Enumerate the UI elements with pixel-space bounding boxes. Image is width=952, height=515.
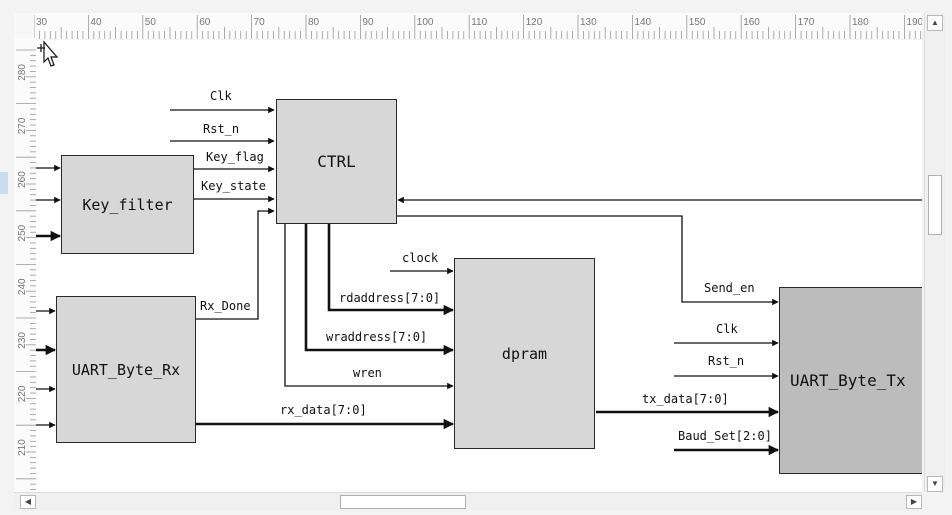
arrow-left-icon[interactable]: ◀ xyxy=(20,495,36,509)
ruler-tick-label: 70 xyxy=(254,17,266,28)
signal-wraddress-label: wraddress[7:0] xyxy=(326,330,428,344)
ruler-tick-label: 220 xyxy=(17,385,28,402)
block-uart-byte-rx[interactable]: UART_Byte_Rx xyxy=(56,296,196,443)
ruler-tick-label: 170 xyxy=(798,17,815,28)
ruler-tick-label: 120 xyxy=(526,17,543,28)
ruler-tick-label: 150 xyxy=(689,17,706,28)
ruler-tick-label: 60 xyxy=(199,17,211,28)
signal-rx-data-label: rx_data[7:0] xyxy=(280,403,367,417)
ruler-tick-label: 190 xyxy=(906,17,922,28)
signal-key-flag-label: Key_flag xyxy=(206,150,264,164)
block-key-filter-label: Key_filter xyxy=(82,195,173,214)
ruler-tick-label: 130 xyxy=(580,17,597,28)
signal-clock-label: clock xyxy=(402,251,439,265)
signal-tx-data-label: tx_data[7:0] xyxy=(642,392,729,406)
vertical-scroll-thumb[interactable] xyxy=(928,175,942,235)
move-cursor-icon xyxy=(37,40,59,67)
ruler-tick-label: 110 xyxy=(471,17,487,28)
ruler-tick-label: 240 xyxy=(17,278,28,295)
ruler-tick-label: 230 xyxy=(17,332,28,349)
signal-key-state-label: Key_state xyxy=(201,179,267,193)
arrow-right-icon[interactable]: ▶ xyxy=(906,495,922,509)
signal-wren-label: wren xyxy=(353,366,382,380)
signal-send-en-label: Send_en xyxy=(704,281,755,295)
ruler-tick-label: 90 xyxy=(362,17,374,28)
block-dpram-label: dpram xyxy=(501,344,548,363)
diagram-canvas[interactable]: CTRL Key_filter UART_Byte_Rx dpram UART_… xyxy=(36,40,922,492)
ruler-tick-label: 280 xyxy=(17,64,28,81)
signal-rx-done-label: Rx_Done xyxy=(200,299,251,313)
ruler-tick-label: 140 xyxy=(634,17,651,28)
wire-rx-done xyxy=(196,207,275,320)
vertical-ruler: 280270260250240230220210200 xyxy=(14,38,36,492)
horizontal-ruler: 30 40 50 60 70 80 90 100 110 120 130 140 150 160 170 18… xyxy=(34,13,922,39)
ruler-tick-label: 270 xyxy=(17,117,28,134)
ruler-tick-label: 80 xyxy=(308,17,320,28)
ruler-tick-label: 40 xyxy=(90,17,102,28)
wire-wraddress xyxy=(304,224,455,356)
signal-rdaddress-label: rdaddress[7:0] xyxy=(339,291,441,305)
block-uart-byte-rx-label: UART_Byte_Rx xyxy=(71,360,181,379)
signal-rst-n-label: Rst_n xyxy=(203,122,240,136)
arrow-up-icon[interactable]: ▲ xyxy=(927,15,943,31)
signal-baud-set-label: Baud_Set[2:0] xyxy=(678,429,772,443)
wires-layer xyxy=(36,106,922,456)
ruler-tick-label: 180 xyxy=(852,17,869,28)
signal-clk-label: Clk xyxy=(210,89,232,103)
block-ctrl[interactable]: CTRL xyxy=(276,99,397,224)
ruler-corner xyxy=(14,13,34,39)
block-dpram[interactable]: dpram xyxy=(454,258,595,449)
horizontal-scrollbar[interactable]: ◀ ▶ xyxy=(14,492,922,511)
arrow-down-icon[interactable]: ▼ xyxy=(927,476,943,492)
side-panel-tab[interactable] xyxy=(0,172,8,194)
wire-wren xyxy=(284,224,454,390)
vertical-scrollbar[interactable]: ▲ ▼ xyxy=(924,13,945,492)
block-uart-byte-tx-label: UART_Byte_Tx xyxy=(790,371,906,390)
block-uart-byte-tx[interactable]: UART_Byte_Tx xyxy=(779,287,922,474)
ruler-tick-label: 100 xyxy=(417,17,434,28)
ruler-tick-label: 30 xyxy=(36,17,48,28)
signal-tx-rst-n-label: Rst_n xyxy=(708,354,745,368)
ruler-tick-label: 210 xyxy=(17,439,28,456)
wire-send-en xyxy=(397,215,779,306)
horizontal-scroll-thumb[interactable] xyxy=(340,495,466,509)
ruler-tick-label: 50 xyxy=(145,17,157,28)
ruler-tick-label: 160 xyxy=(743,17,760,28)
block-key-filter[interactable]: Key_filter xyxy=(61,155,194,254)
ruler-tick-label: 250 xyxy=(17,224,28,241)
signal-tx-clk-label: Clk xyxy=(716,322,738,336)
ruler-tick-label: 260 xyxy=(17,171,28,188)
wire-rdaddress xyxy=(327,224,455,316)
block-ctrl-label: CTRL xyxy=(317,152,356,171)
